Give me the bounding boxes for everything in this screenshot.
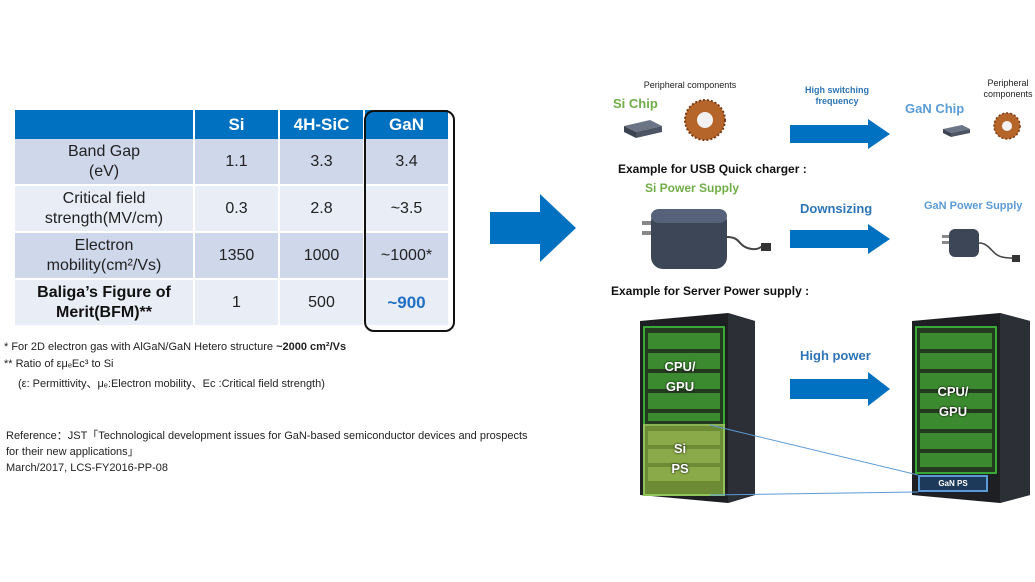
usb-example-title: Example for USB Quick charger :	[618, 162, 807, 176]
gan-ps-box: GaN PS	[918, 475, 988, 492]
inductor-icon	[684, 99, 726, 141]
cell-sic: 2.8	[280, 186, 365, 233]
si-chip-icon	[624, 120, 662, 138]
cell-gan: ~3.5	[365, 186, 450, 233]
downsizing-label: Downsizing	[800, 201, 873, 216]
peripheral-label-1: Peripheral components	[643, 80, 737, 90]
table-header-si: Si	[195, 110, 280, 139]
high-power-arrow-icon	[790, 372, 890, 406]
footnote-1: * For 2D electron gas with AlGaN/GaN Het…	[4, 341, 347, 353]
cpu-gpu-label-1: CPU/ GPU	[664, 359, 696, 394]
footnote-2: ** Ratio of εμₑEc³ to Si	[4, 358, 114, 370]
si-chip-label: Si Chip	[613, 96, 658, 111]
high-power-label: High power	[800, 348, 871, 363]
cell-si: 0.3	[195, 186, 280, 233]
cell-sic: 500	[280, 280, 365, 327]
reference: Reference：JST「Technological development …	[6, 430, 528, 474]
cell-si: 1350	[195, 233, 280, 280]
cell-sic: 1000	[280, 233, 365, 280]
transition-arrow-icon	[490, 194, 576, 262]
footnote-3: (ε: Permittivity、μₑ:Electron mobility、Ec…	[18, 378, 325, 390]
si-charger-icon	[642, 209, 771, 269]
si-power-supply-label: Si Power Supply	[645, 181, 740, 195]
high-switching-label: High switching frequency	[805, 85, 869, 106]
table-header-row: Si 4H-SiC GaN	[15, 110, 450, 139]
downsizing-arrow-icon	[790, 224, 890, 254]
cell-gan: 3.4	[365, 139, 450, 186]
gan-chip-label: GaN Chip	[905, 101, 965, 116]
cell-gan: ~900	[365, 280, 450, 327]
gan-charger-icon	[942, 229, 1020, 262]
table-header-corner	[15, 110, 195, 139]
server-example-title: Example for Server Power supply :	[611, 284, 810, 298]
gan-column-highlight	[364, 110, 455, 332]
switching-arrow-icon	[790, 119, 890, 149]
small-inductor-icon	[993, 112, 1021, 140]
peripheral-label-2: Peripheral components	[983, 78, 1033, 99]
gan-server-rack-icon	[912, 313, 1030, 503]
cell-si: 1.1	[195, 139, 280, 186]
gan-chip-icon	[943, 125, 970, 137]
material-comparison-table: Si 4H-SiC GaN Band Gap(eV) 1.1 3.3 3.4 C…	[15, 110, 450, 327]
row-label: Band Gap(eV)	[15, 139, 195, 186]
gan-power-supply-label: GaN Power Supply	[924, 200, 1023, 212]
table-header-gan: GaN	[365, 110, 450, 139]
table-header-sic: 4H-SiC	[280, 110, 365, 139]
cell-si: 1	[195, 280, 280, 327]
cpu-gpu-label-2: CPU/ GPU	[937, 384, 969, 419]
cell-gan: ~1000*	[365, 233, 450, 280]
table-row: Band Gap(eV) 1.1 3.3 3.4	[15, 139, 450, 186]
cell-sic: 3.3	[280, 139, 365, 186]
si-ps-label: Si PS	[671, 441, 689, 476]
